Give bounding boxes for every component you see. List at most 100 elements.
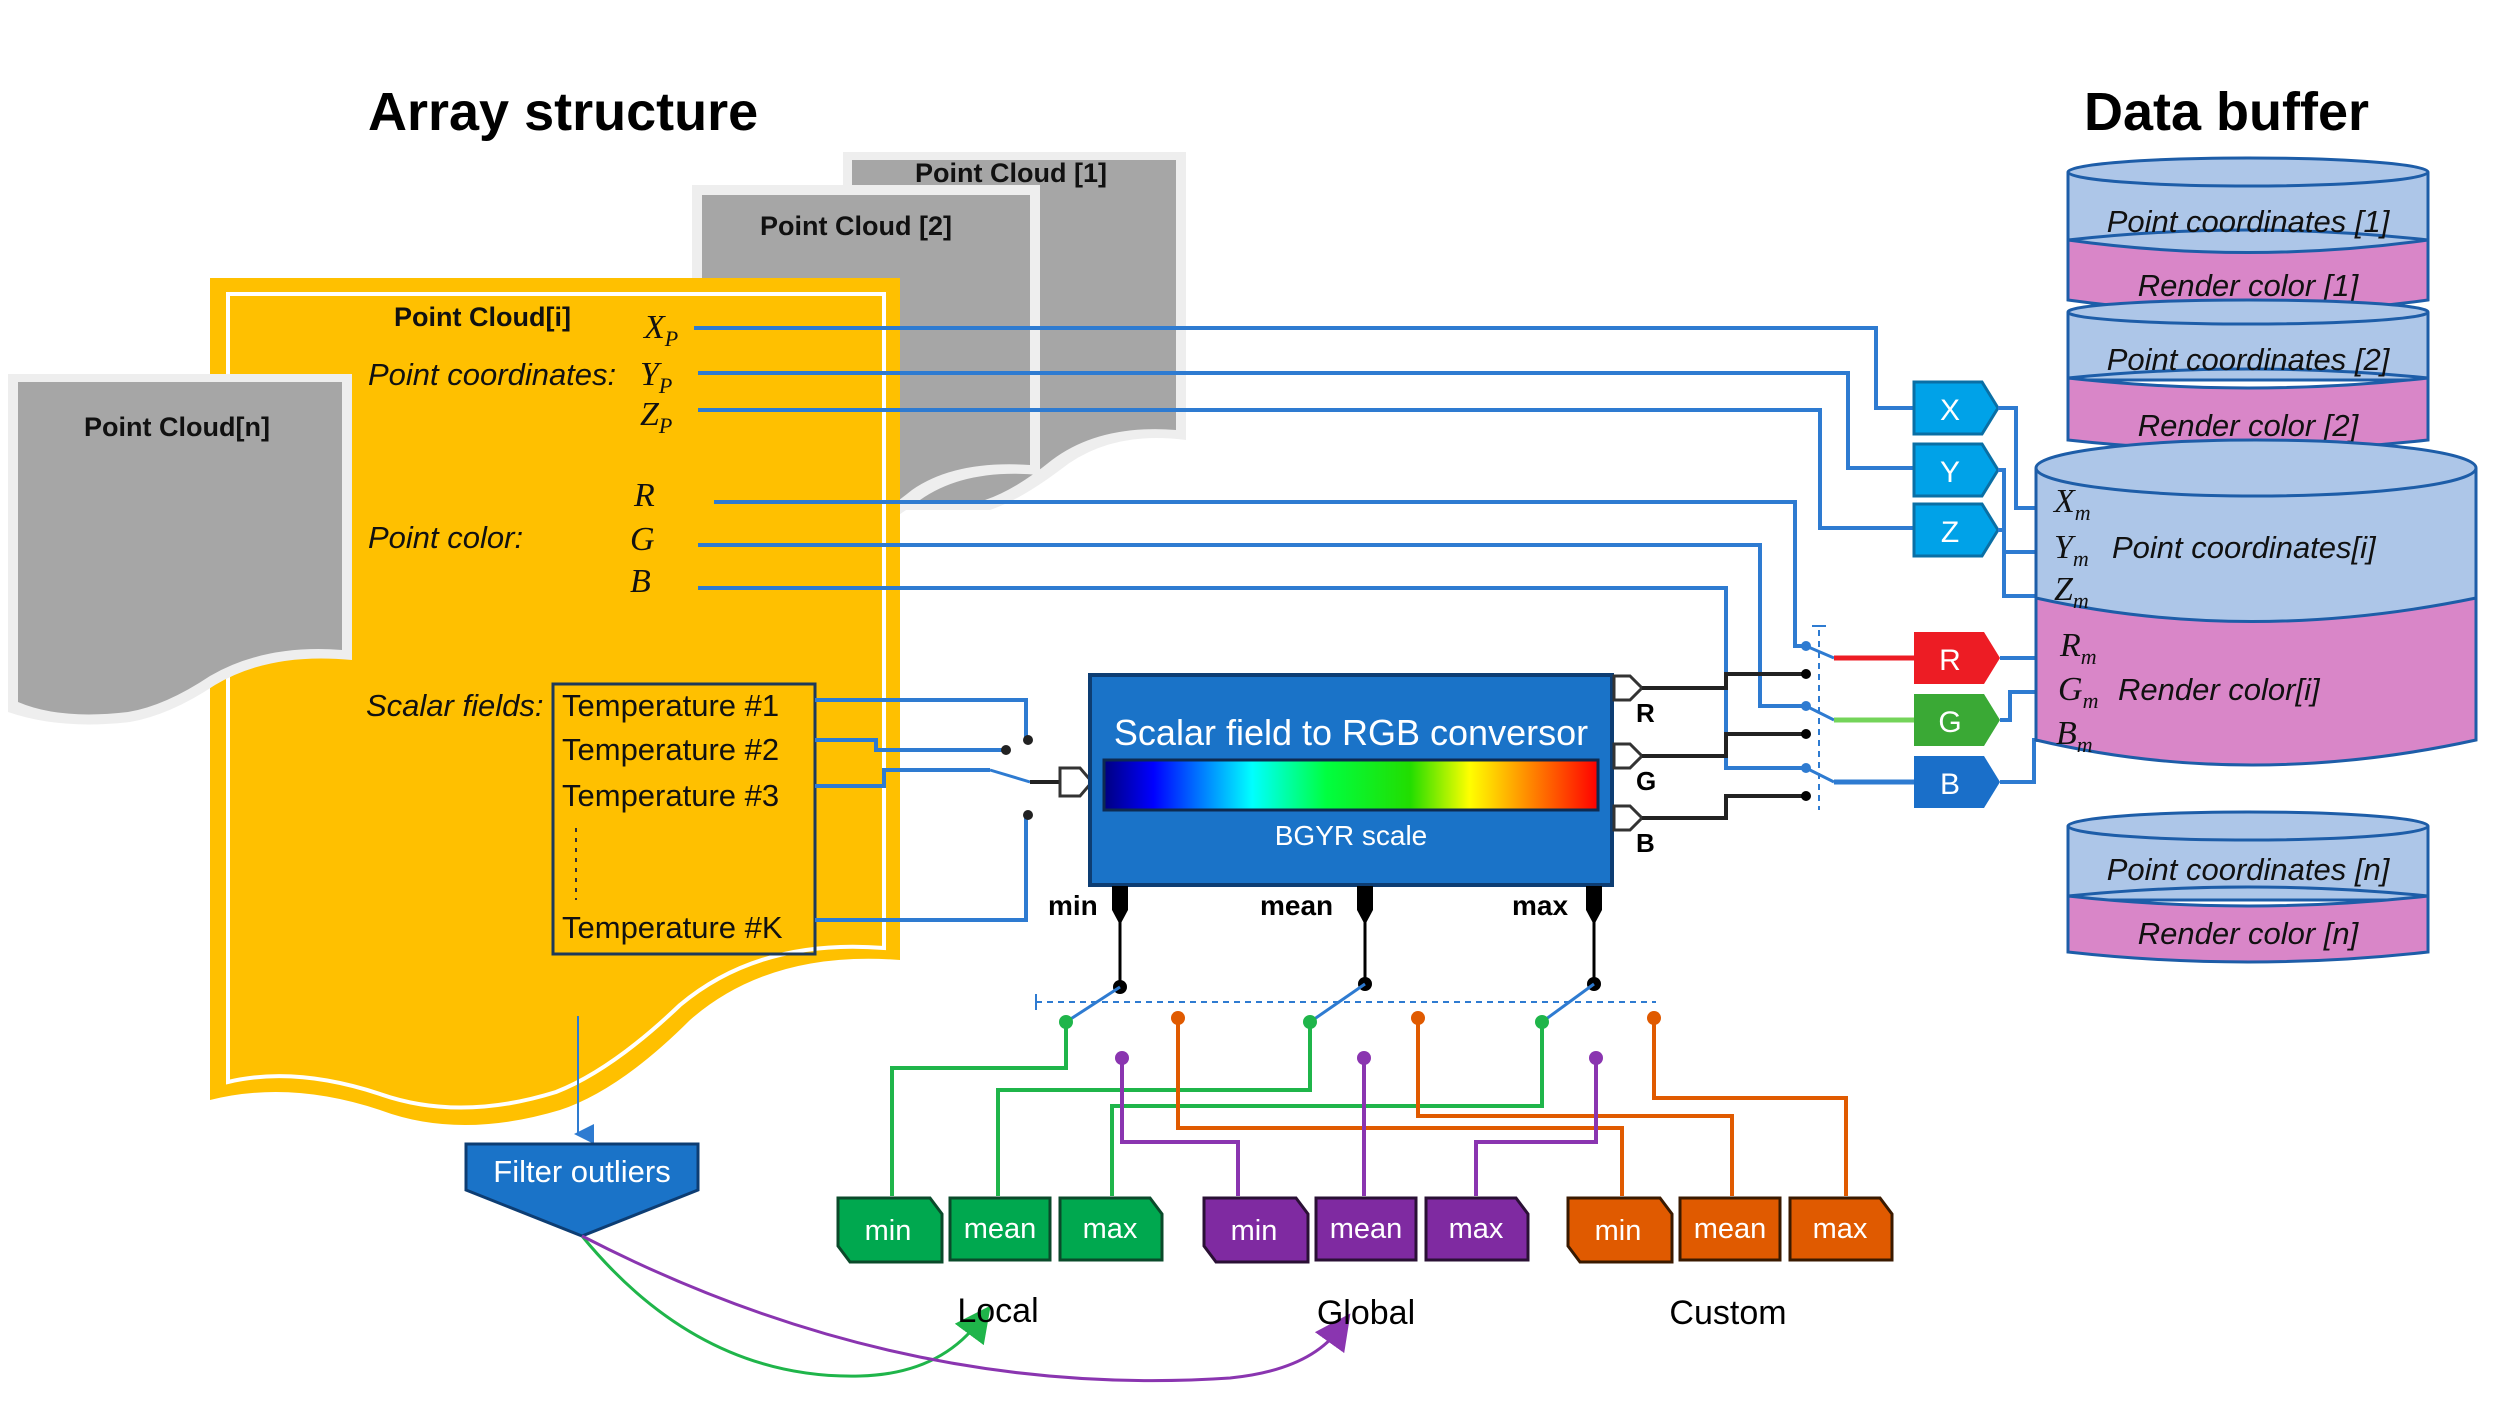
buffer-n: Point coordinates [n] Render color [n] [2066,810,2430,964]
local-mean-label: mean [964,1213,1037,1245]
buffer-2: Point coordinates [2] Render color [2] [2066,298,2430,452]
point-cloud-n-page: Point Cloud[n] [8,374,352,725]
local-max-block[interactable] [1058,1196,1164,1262]
tag-r-label: R [1939,644,1961,677]
wire-y [698,371,1916,470]
wire-z [698,408,1916,530]
tag-g [1914,694,2000,746]
tag-b [1914,756,2000,808]
point-coordinates-label: Point coordinates: [368,357,616,392]
color-r: R [633,477,655,514]
filter-outliers-block[interactable]: Filter outliers [464,1142,700,1238]
scalar-field-2: Temperature #2 [562,732,779,767]
converter-title: Scalar field to RGB conversor [1114,712,1588,753]
coord-z-p: ZP [640,396,672,438]
converter-input-mean: mean [1260,890,1333,921]
converter-r-wire [1642,672,1806,690]
converter-input-port [1058,766,1094,798]
converter-output-b: B [1636,828,1655,858]
global-mean-block[interactable] [1314,1196,1418,1262]
buffer-i: Xm Ym Zm Point coordinates[i] Rm Gm Bm R… [2034,438,2478,767]
scalar-selector-switch[interactable] [989,768,1031,784]
buffer-i-gm: Gm [2058,671,2098,713]
wire-tempk [815,815,1028,922]
tag-g-label: G [1938,706,1961,739]
point-color-label: Point color: [368,520,523,555]
filter-to-global-arrow [581,1234,1351,1383]
bgyr-gradient [1102,758,1600,812]
global-min-label: min [1231,1215,1278,1247]
custom-max-block[interactable] [1788,1196,1894,1262]
filter-to-local-arrow [580,1235,991,1378]
custom-group: min mean max Custom [1566,1196,1894,1332]
converter-scale-label: BGYR scale [1275,820,1428,851]
coord-tags: X Y Z [1912,380,2000,558]
converter-b-wire [1642,794,1806,820]
converter-input-min: min [1048,890,1098,921]
rgb-converter: Scalar field to RGB conversor BGYR scale… [1048,673,1656,921]
wire-r [714,500,1806,648]
local-min-block[interactable] [836,1196,944,1264]
point-cloud-2-label: Point Cloud [2] [760,211,952,241]
scalar-field-k: Temperature #K [562,910,783,945]
buffer-i-color: Render color[i] [2118,672,2321,707]
tag-x [1912,380,2000,436]
filter-outliers-label: Filter outliers [493,1154,670,1189]
buffer-i-ym: Ym [2054,529,2089,571]
buffer-i-xm: Xm [2052,483,2091,525]
scalar-field-3: Temperature #3 [562,778,779,813]
data-buffer-title: Data buffer [2084,82,2369,142]
buffer-2-coords: Point coordinates [2] [2107,342,2391,377]
buffer-n-color: Render color [n] [2138,916,2360,951]
point-cloud-i-label: Point Cloud[i] [394,302,571,332]
global-group: min mean max Global [1202,1196,1530,1332]
global-label: Global [1317,1294,1415,1332]
wire-temp2 [815,738,1006,752]
tag-y [1912,442,2000,498]
local-label: Local [957,1292,1038,1330]
wire-g [698,543,1806,708]
point-cloud-i-page: Point Cloud[i] Point coordinates: XP YP … [210,278,900,1125]
color-tags: R G B [1914,632,2000,808]
buffer-1: Point coordinates [1] Render color [1] [2066,156,2430,314]
global-min-block[interactable] [1202,1196,1310,1264]
scalar-fields-box [551,682,817,956]
buffer-i-coords: Point coordinates[i] [2112,530,2377,565]
tag-x-label: X [1940,394,1960,427]
point-cloud-n-label: Point Cloud[n] [84,412,270,442]
color-b: B [630,563,651,600]
point-cloud-1-label: Point Cloud [1] [915,158,1107,188]
wire-temp1 [815,698,1028,740]
buffer-i-zm: Zm [2054,571,2089,613]
local-min-label: min [865,1215,912,1247]
custom-min-block[interactable] [1566,1196,1674,1264]
tag-r [1914,632,2000,684]
global-max-label: max [1449,1213,1504,1245]
stat-blocks: min mean max Local min mean max Global m… [836,1196,1894,1332]
wire-x [694,326,1916,410]
buffer-i-bm: Bm [2056,715,2093,757]
stat-wiring [890,1011,1848,1196]
coord-y-p: YP [640,356,672,398]
wire-temp3 [815,768,990,788]
local-max-label: max [1083,1213,1138,1245]
custom-min-label: min [1595,1215,1642,1247]
buffer-1-coords: Point coordinates [1] [2107,204,2391,239]
buffer-1-color: Render color [1] [2138,268,2360,303]
local-mean-block[interactable] [948,1196,1052,1262]
custom-label: Custom [1669,1294,1786,1332]
buffer-2-color: Render color [2] [2138,408,2360,443]
scalar-field-1: Temperature #1 [562,688,779,723]
buffer-i-rm: Rm [2059,627,2097,669]
global-mean-label: mean [1330,1213,1403,1245]
color-g: G [630,521,655,558]
custom-mean-block[interactable] [1678,1196,1782,1262]
global-max-block[interactable] [1424,1196,1530,1262]
custom-mean-label: mean [1694,1213,1767,1245]
tag-b-label: B [1940,768,1960,801]
converter-input-max: max [1512,890,1568,921]
converter-g-wire [1642,732,1806,758]
local-group: min mean max Local [836,1196,1164,1330]
tag-y-label: Y [1940,456,1960,489]
